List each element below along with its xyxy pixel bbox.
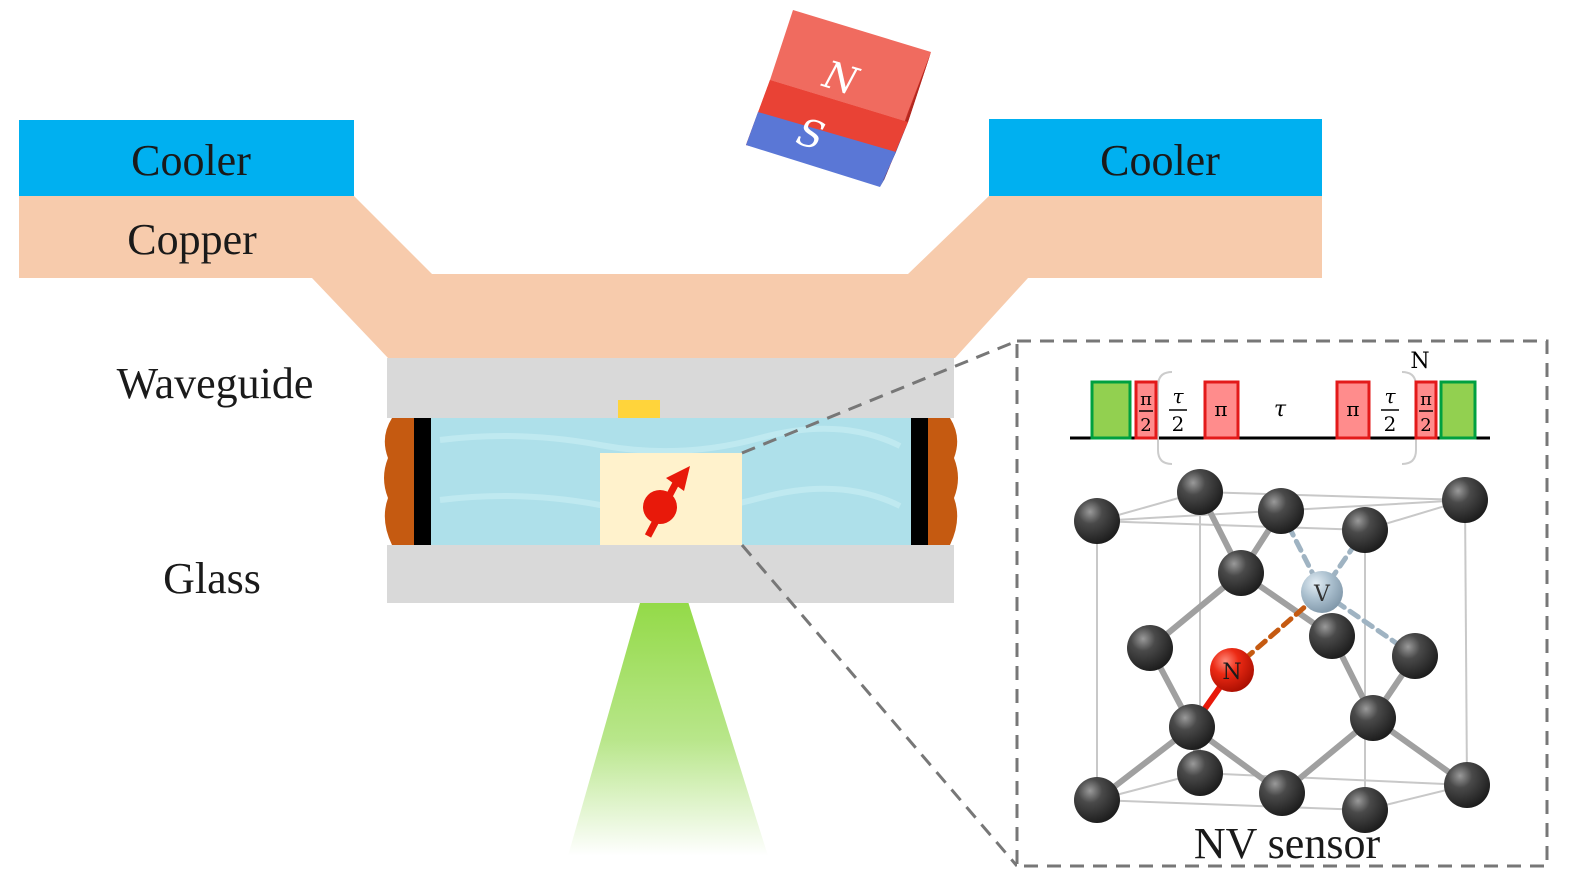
carbon-atom	[1127, 625, 1173, 671]
tau-label: τ	[1274, 397, 1287, 422]
pi-right-label: π	[1346, 397, 1359, 421]
half-pi-pulse-right	[1414, 380, 1438, 440]
copper-label: Copper	[127, 215, 257, 264]
laser-pulse-right	[1439, 380, 1477, 440]
tau-half-left-num: τ	[1172, 384, 1184, 408]
pulse-sequence: N π 2 τ 2 π τ π τ 2 π 2	[1070, 349, 1490, 465]
nv-sensor-label: NV sensor	[1194, 819, 1381, 868]
nitrogen-atom	[1210, 648, 1254, 692]
carbon-atom	[1309, 613, 1355, 659]
half-pi-right-den: 2	[1420, 415, 1431, 436]
cooler-left	[19, 120, 354, 196]
vacancy-label: V	[1313, 582, 1331, 607]
pi-pulse-right	[1335, 380, 1371, 440]
spin-arrow-icon	[643, 466, 690, 538]
half-pi-right-num: π	[1420, 389, 1432, 410]
laser-beam	[568, 522, 768, 856]
zoom-line-bottom	[740, 544, 1019, 867]
carbon-atom	[1218, 550, 1264, 596]
carbon-atom	[1392, 633, 1438, 679]
carbon-atoms	[1074, 469, 1490, 833]
carbon-atom	[1177, 469, 1223, 515]
diamond-lattice: V N	[1074, 469, 1490, 833]
pi-left-label: π	[1214, 397, 1227, 421]
glass-layer	[387, 545, 954, 603]
half-pi-left-num: π	[1140, 389, 1152, 410]
right-seal	[928, 418, 958, 545]
repeat-bracket-left	[1157, 371, 1173, 465]
carbon-atom	[1074, 498, 1120, 544]
glass-label: Glass	[163, 554, 261, 603]
carbon-atom	[1169, 704, 1215, 750]
carbon-atom	[1258, 488, 1304, 534]
copper-block	[19, 196, 1322, 358]
magnet-icon	[746, 10, 931, 187]
tau-half-left-den: 2	[1172, 412, 1185, 436]
zoom-line-top	[741, 339, 1018, 455]
carbon-atom	[1177, 750, 1223, 796]
right-spacer	[911, 418, 928, 545]
cooler-right	[989, 119, 1322, 196]
carbon-atom	[1350, 695, 1396, 741]
waveguide-layer	[387, 358, 954, 418]
half-pi-left-den: 2	[1140, 415, 1151, 436]
left-spacer	[414, 418, 431, 545]
laser-pulse-left	[1090, 380, 1132, 440]
vacancy-site	[1301, 571, 1343, 613]
repeat-count-label: N	[1410, 349, 1429, 374]
tau-half-right-num: τ	[1384, 384, 1396, 408]
pi-pulse-left	[1203, 380, 1240, 440]
carbon-atom	[1342, 507, 1388, 553]
waveguide-label: Waveguide	[117, 359, 314, 408]
left-seal	[384, 418, 414, 545]
half-pi-pulse-left	[1134, 380, 1158, 440]
carbon-atom	[1259, 770, 1305, 816]
carbon-atom	[1444, 762, 1490, 808]
cooler-right-label: Cooler	[1100, 136, 1220, 185]
nitrogen-label: N	[1222, 660, 1241, 685]
microwave-chip	[618, 400, 660, 418]
cooler-left-label: Cooler	[131, 136, 251, 185]
carbon-atom	[1074, 777, 1120, 823]
carbon-atom	[1342, 787, 1388, 833]
carbon-atom	[1442, 477, 1488, 523]
tau-half-right-den: 2	[1384, 412, 1397, 436]
